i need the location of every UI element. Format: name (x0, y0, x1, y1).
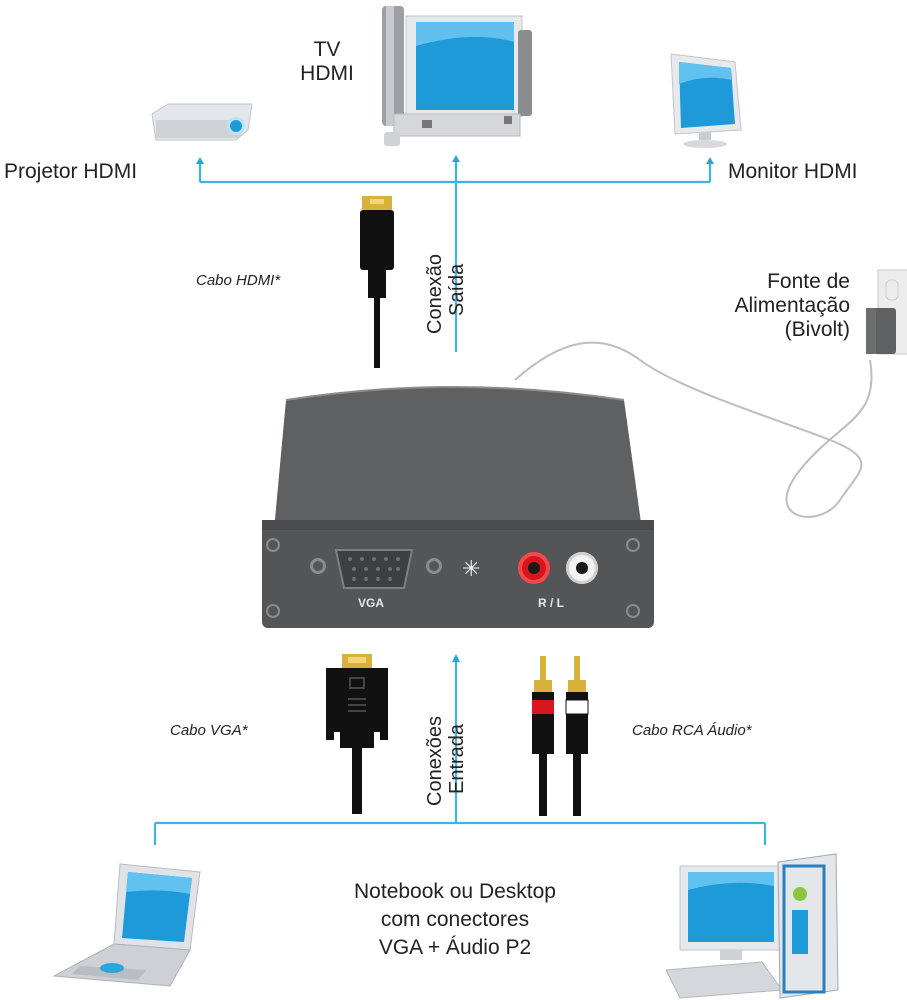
source-line1: Notebook ou Desktop (354, 880, 556, 903)
power-label-line3: (Bivolt) (784, 318, 850, 341)
input-connection-line1: Conexões (424, 715, 446, 806)
projector-label: Projetor HDMI (4, 160, 138, 183)
tv-icon (382, 6, 532, 146)
vga-cable-icon (326, 654, 388, 814)
output-connection-line2: Saída (446, 263, 468, 316)
tv-label-line2: HDMI (300, 62, 354, 85)
input-arrow-icon (452, 654, 460, 662)
output-connection-label: Conexão Saída (424, 254, 468, 334)
screw-icon (266, 538, 280, 552)
projector-arrow-icon (196, 157, 204, 164)
power-led-icon: ✳ (462, 556, 481, 581)
power-supply-label: Fonte de Alimentação (Bivolt) (660, 270, 850, 342)
power-adapter-icon (866, 269, 907, 355)
vga-port-screw-left (310, 558, 326, 574)
rca-cable-icon (532, 656, 589, 816)
rca-port-white-icon (566, 552, 598, 584)
projector-icon (151, 103, 253, 141)
vga-cable-label: Cabo VGA* (170, 722, 248, 739)
power-label-line1: Fonte de (767, 270, 850, 293)
monitor-label: Monitor HDMI (728, 160, 858, 183)
source-line3: VGA + Áudio P2 (378, 936, 532, 959)
rca-port-red-icon (518, 552, 550, 584)
hdmi-cable-label: Cabo HDMI* (196, 272, 281, 289)
vga-port-icon (334, 549, 414, 589)
hdmi-cable-icon (360, 196, 394, 368)
power-cable (514, 341, 873, 518)
desktop-icon (665, 853, 839, 999)
output-connection-line1: Conexão (424, 253, 446, 334)
monitor-arrow-icon (706, 157, 714, 164)
tv-label-line1: TV (313, 38, 341, 61)
vga-port-label: VGA (358, 596, 385, 610)
converter-device: VGA ✳ R / L (262, 380, 654, 630)
tv-arrow-icon (452, 155, 460, 162)
input-connection-label: Conexões Entrada (424, 716, 468, 806)
screw-icon (626, 538, 640, 552)
audio-port-label: R / L (538, 596, 564, 610)
source-description: Notebook ou Desktop com conectores VGA +… (270, 880, 640, 960)
converter-body (262, 386, 654, 628)
monitor-icon (670, 53, 742, 148)
input-connection-line2: Entrada (446, 723, 468, 794)
power-label-line2: Alimentação (734, 294, 850, 317)
rca-cable-label: Cabo RCA Áudio* (632, 722, 752, 739)
source-line2: com conectores (380, 908, 530, 931)
screw-icon (626, 604, 640, 618)
screw-icon (266, 604, 280, 618)
notebook-icon (52, 863, 201, 987)
tv-label: TV HDMI (282, 38, 372, 86)
vga-port-screw-right (426, 558, 442, 574)
